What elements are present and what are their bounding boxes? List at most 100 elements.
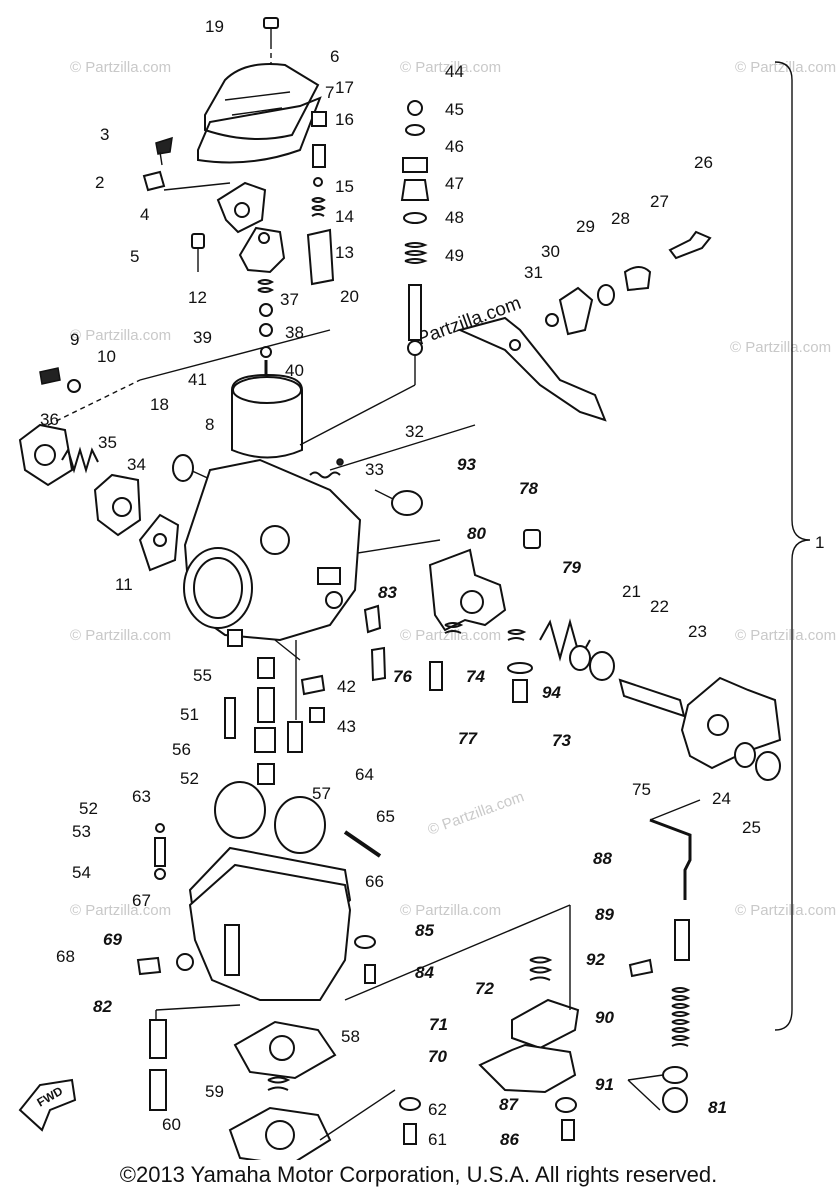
callout-43: 43: [337, 717, 356, 736]
callout-73: 73: [552, 731, 571, 750]
cap: [662, 1087, 688, 1113]
callout-11: 11: [115, 575, 133, 594]
spring: [309, 471, 341, 479]
ball: [336, 458, 344, 466]
valve-top: [232, 376, 302, 404]
watermark: © Partzilla.com: [70, 627, 171, 644]
callout-72: 72: [475, 979, 494, 998]
leader: [329, 424, 476, 471]
callout-58: 58: [341, 1027, 360, 1046]
needle-jet: [257, 687, 275, 723]
callout-26: 26: [694, 153, 713, 172]
cap: [407, 100, 423, 116]
throttle-pulley: [680, 676, 782, 770]
callout-20: 20: [340, 287, 359, 306]
callout-19: 19: [205, 17, 224, 36]
cover-gasket: [197, 96, 322, 164]
bolt: [668, 230, 712, 260]
leader: [319, 1089, 396, 1141]
callout-64: 64: [355, 765, 374, 784]
rod-spring: [671, 987, 691, 1047]
throttle-cam: [428, 548, 507, 632]
watermark: © Partzilla.com: [735, 627, 836, 644]
hose: [149, 1069, 167, 1111]
top-cap-group: [142, 17, 335, 459]
nut: [405, 124, 425, 136]
drain-screw: [154, 837, 166, 867]
screw: [309, 707, 325, 723]
screw: [628, 958, 654, 978]
clip-ring: [259, 323, 273, 337]
callout-36: 36: [40, 410, 59, 429]
callout-57: 57: [312, 784, 331, 803]
callout-83: 83: [378, 583, 397, 602]
carburetor-body: [183, 458, 362, 661]
diaphragm-center: [112, 497, 132, 517]
rod-eye: [407, 340, 423, 356]
callout-94: 94: [542, 683, 561, 702]
intake-bore: [193, 557, 243, 619]
callout-65: 65: [376, 807, 395, 826]
callout-17: 17: [335, 78, 354, 97]
copyright-notice: ©2013 Yamaha Motor Corporation, U.S.A. A…: [119, 1162, 718, 1187]
callout-8: 8: [205, 415, 214, 434]
plunger-rod: [408, 284, 422, 341]
cap: [623, 266, 652, 292]
callout-34: 34: [127, 455, 146, 474]
callout-2: 2: [95, 173, 104, 192]
watermark: © Partzilla.com: [730, 339, 831, 356]
callout-51: 51: [180, 705, 199, 724]
spring: [267, 1076, 291, 1091]
washer: [67, 379, 81, 393]
nut: [755, 751, 781, 781]
carburetor-top-cover: [204, 63, 320, 140]
callout-70: 70: [428, 1047, 447, 1066]
callout-32: 32: [405, 422, 424, 441]
jet-holder: [257, 657, 275, 679]
screw: [155, 136, 173, 155]
pilot-air-jet: [287, 721, 303, 753]
callout-67: 67: [132, 891, 151, 910]
gasket-hole: [153, 533, 167, 547]
pump-housing: [478, 1043, 577, 1094]
callout-90: 90: [595, 1008, 614, 1027]
seal-ring: [172, 454, 194, 482]
callout-37: 37: [280, 290, 299, 309]
cover-ribs: [224, 91, 291, 116]
callout-28: 28: [611, 209, 630, 228]
leader: [155, 1004, 241, 1011]
callout-59: 59: [205, 1082, 224, 1101]
hose: [363, 604, 382, 634]
callout-60: 60: [162, 1115, 181, 1134]
accelerator-pump-group: [228, 904, 580, 1160]
leader: [627, 1074, 664, 1081]
boss: [260, 525, 290, 555]
retainer: [260, 346, 272, 358]
plunger-guide: [306, 228, 335, 286]
callout-10: 10: [97, 347, 116, 366]
choke-lever: [457, 316, 607, 422]
callout-44: 44: [445, 62, 464, 81]
screw: [39, 367, 61, 385]
leader: [627, 1079, 661, 1111]
lever-hole: [234, 202, 250, 218]
callout-79: 79: [562, 558, 581, 577]
callout-5: 5: [130, 247, 139, 266]
spring: [61, 446, 99, 474]
callout-14: 14: [335, 207, 354, 226]
callout-4: 4: [140, 205, 149, 224]
float-bowl: [188, 863, 352, 1001]
seal: [311, 111, 327, 127]
watermark: © Partzilla.com: [735, 59, 836, 76]
watermark: © Partzilla.com: [70, 59, 171, 76]
clip: [300, 674, 326, 696]
carburetor-exploded-diagram: © Partzilla.com © Partzilla.com © Partzi…: [18, 17, 836, 1160]
watermark: © Partzilla.com: [400, 627, 501, 644]
washer: [734, 742, 756, 768]
spring: [507, 629, 527, 641]
spring: [311, 197, 326, 217]
washer: [507, 662, 533, 674]
fwd-arrow-shape: [18, 1078, 77, 1132]
watermark: © Partzilla.com: [400, 59, 501, 76]
cam-hole: [460, 590, 484, 614]
